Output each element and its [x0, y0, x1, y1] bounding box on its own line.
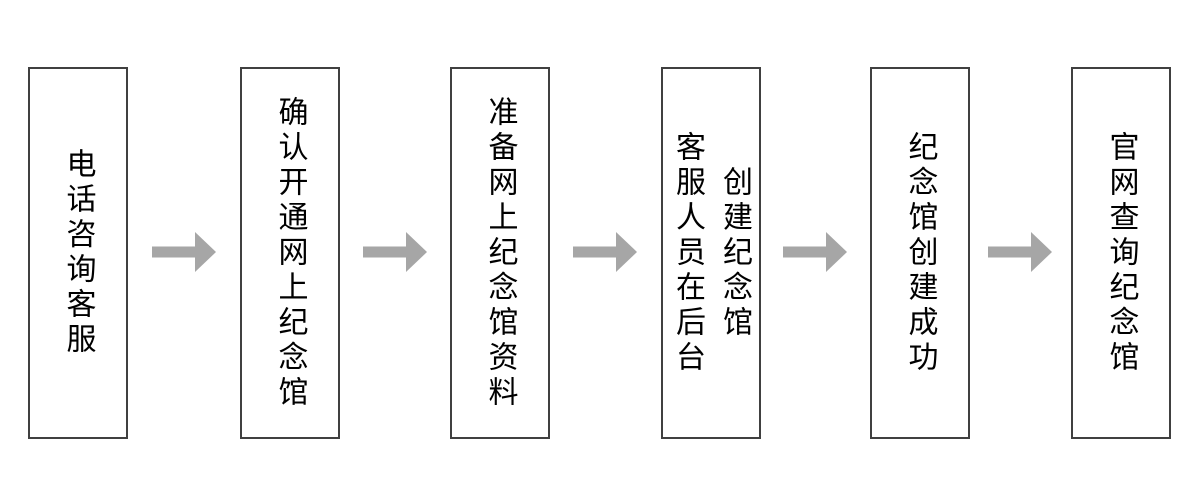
flow-step-2: 确认开通网上纪念馆 [240, 67, 340, 439]
arrow-right-icon [573, 232, 637, 272]
flow-step-6: 官网查询纪念馆 [1071, 67, 1171, 439]
flow-step-4-label: 客服人员在后台 创建纪念馆 [671, 130, 751, 376]
flow-step-3: 准备网上纪念馆资料 [450, 67, 550, 439]
flow-step-3-label: 准备网上纪念馆资料 [483, 95, 517, 411]
flow-step-5-label: 纪念馆创建成功 [903, 130, 937, 376]
flow-step-4: 客服人员在后台 创建纪念馆 [661, 67, 761, 439]
flow-step-5: 纪念馆创建成功 [870, 67, 970, 439]
flow-step-1: 电话咨询客服 [28, 67, 128, 439]
flow-step-1-label: 电话咨询客服 [61, 148, 95, 358]
flow-step-2-label: 确认开通网上纪念馆 [273, 95, 307, 411]
arrow-right-icon [783, 232, 847, 272]
arrow-right-icon [988, 232, 1052, 272]
arrow-right-icon [363, 232, 427, 272]
arrow-right-icon [152, 232, 216, 272]
flow-step-6-label: 官网查询纪念馆 [1104, 130, 1138, 376]
